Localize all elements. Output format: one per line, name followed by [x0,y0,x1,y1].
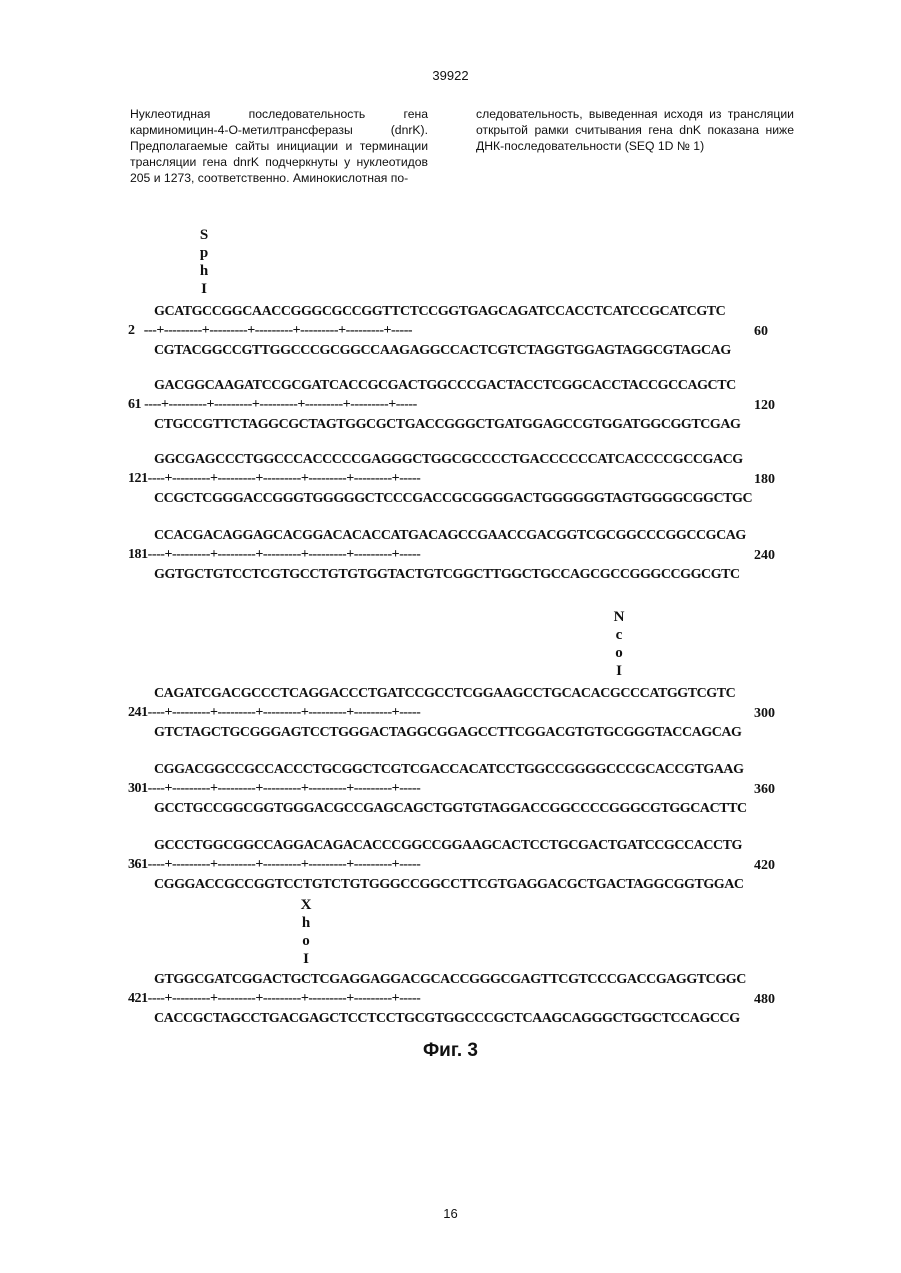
start-position: 181 [128,547,148,562]
site-letter: p [196,244,212,262]
ruler-marks: ---+---------+---------+---------+------… [135,323,413,338]
sequence-ruler: 241----+---------+---------+---------+--… [128,705,420,721]
ruler-marks: ----+---------+---------+---------+-----… [141,397,417,412]
sequence-bottom-strand: CGGGACCGCCGGTCCTGTCTGTGGGCCGGCCTTCGTGAGG… [154,877,744,893]
site-letter: o [611,644,627,662]
sequence-bottom-strand: GTCTAGCTGCGGGAGTCCTGGGACTAGGCGGAGCCTTCGG… [154,725,742,741]
ruler-marks: ----+---------+---------+---------+-----… [148,705,421,720]
start-position: 361 [128,857,148,872]
site-letter: h [298,914,314,932]
sequence-bottom-strand: CGTACGGCCGTTGGCCCGCGGCCAAGAGGCCACTCGTCTA… [154,343,731,359]
sequence-bottom-strand: CCGCTCGGGACCGGGTGGGGGCTCCCGACCGCGGGGACTG… [154,491,752,507]
sequence-top-strand: GCCCTGGCGGCCAGGACAGACACCCGGCCGGAAGCACTCC… [154,838,742,854]
start-position: 121 [128,471,148,486]
end-position: 360 [754,782,775,798]
sequence-top-strand: GACGGCAAGATCCGCGATCACCGCGACTGGCCCGACTACC… [154,378,736,394]
site-letter: X [298,896,314,914]
sequence-block-2: GACGGCAAGATCCGCGATCACCGCGACTGGCCCGACTACC… [128,378,788,438]
start-position: 61 [128,397,141,412]
sequence-block-5: CAGATCGACGCCCTCAGGACCCTGATCCGCCTCGGAAGCC… [128,686,788,746]
sequence-ruler: 181----+---------+---------+---------+--… [128,547,420,563]
sequence-top-strand: CGGACGGCCGCCACCCTGCGGCTCGTCGACCACATCCTGG… [154,762,744,778]
restriction-site-ncoi: N c o I [611,608,627,680]
sequence-block-8: GTGGCGATCGGACTGCTCGAGGAGGACGCACCGGGCGAGT… [128,972,788,1032]
site-letter: I [196,280,212,298]
site-letter: h [196,262,212,280]
sequence-ruler: 121----+---------+---------+---------+--… [128,471,420,487]
restriction-site-sphi: S p h I [196,226,212,298]
end-position: 180 [754,472,775,488]
ruler-marks: ----+---------+---------+---------+-----… [148,781,421,796]
sequence-top-strand: CCACGACAGGAGCACGGACACACCATGACAGCCGAACCGA… [154,528,746,544]
end-position: 300 [754,706,775,722]
sequence-ruler: 61 ----+---------+---------+---------+--… [128,397,417,413]
sequence-top-strand: GCATGCCGGCAACCGGGCGCCGGTTCTCCGGTGAGCAGAT… [154,304,725,320]
text-column-left: Нуклеотидная последовательность гена кар… [130,106,428,186]
end-position: 60 [754,324,768,340]
sequence-block-4: CCACGACAGGAGCACGGACACACCATGACAGCCGAACCGA… [128,528,788,588]
site-letter: I [611,662,627,680]
page-number: 16 [0,1206,901,1221]
site-letter: I [298,950,314,968]
text-column-right: следовательность, выведенная исходя из т… [476,106,794,154]
sequence-bottom-strand: CTGCCGTTCTAGGCGCTAGTGGCGCTGACCGGGCTGATGG… [154,417,740,433]
site-letter: S [196,226,212,244]
sequence-bottom-strand: GCCTGCCGGCGGTGGGACGCCGAGCAGCTGGTGTAGGACC… [154,801,747,817]
end-position: 240 [754,548,775,564]
figure-caption: Фиг. 3 [0,1040,901,1062]
sequence-bottom-strand: CACCGCTAGCCTGACGAGCTCCTCCTGCGTGGCCCGCTCA… [154,1011,740,1027]
sequence-top-strand: GTGGCGATCGGACTGCTCGAGGAGGACGCACCGGGCGAGT… [154,972,746,988]
sequence-ruler: 421----+---------+---------+---------+--… [128,991,420,1007]
start-position: 301 [128,781,148,796]
ruler-marks: ----+---------+---------+---------+-----… [148,991,421,1006]
site-letter: N [611,608,627,626]
end-position: 480 [754,992,775,1008]
sequence-ruler: 301----+---------+---------+---------+--… [128,781,420,797]
end-position: 420 [754,858,775,874]
sequence-ruler: 361----+---------+---------+---------+--… [128,857,420,873]
site-letter: o [298,932,314,950]
sequence-ruler: 2 ---+---------+---------+---------+----… [128,323,412,339]
sequence-block-3: GGCGAGCCCTGGCCCACCCCCGAGGGCTGGCGCCCCTGAC… [128,452,788,512]
sequence-block-6: CGGACGGCCGCCACCCTGCGGCTCGTCGACCACATCCTGG… [128,762,788,822]
start-position: 241 [128,705,148,720]
sequence-top-strand: GGCGAGCCCTGGCCCACCCCCGAGGGCTGGCGCCCCTGAC… [154,452,743,468]
sequence-top-strand: CAGATCGACGCCCTCAGGACCCTGATCCGCCTCGGAAGCC… [154,686,735,702]
sequence-bottom-strand: GGTGCTGTCCTCGTGCCTGTGTGGTACTGTCGGCTTGGCT… [154,567,740,583]
sequence-block-1: GCATGCCGGCAACCGGGCGCCGGTTCTCCGGTGAGCAGAT… [128,304,788,364]
ruler-marks: ----+---------+---------+---------+-----… [148,471,421,486]
page-header-number: 39922 [0,68,901,83]
sequence-block-7: GCCCTGGCGGCCAGGACAGACACCCGGCCGGAAGCACTCC… [128,838,788,898]
ruler-marks: ----+---------+---------+---------+-----… [148,547,421,562]
end-position: 120 [754,398,775,414]
site-letter: c [611,626,627,644]
ruler-marks: ----+---------+---------+---------+-----… [148,857,421,872]
start-position: 421 [128,991,148,1006]
restriction-site-xhoi: X h o I [298,896,314,968]
